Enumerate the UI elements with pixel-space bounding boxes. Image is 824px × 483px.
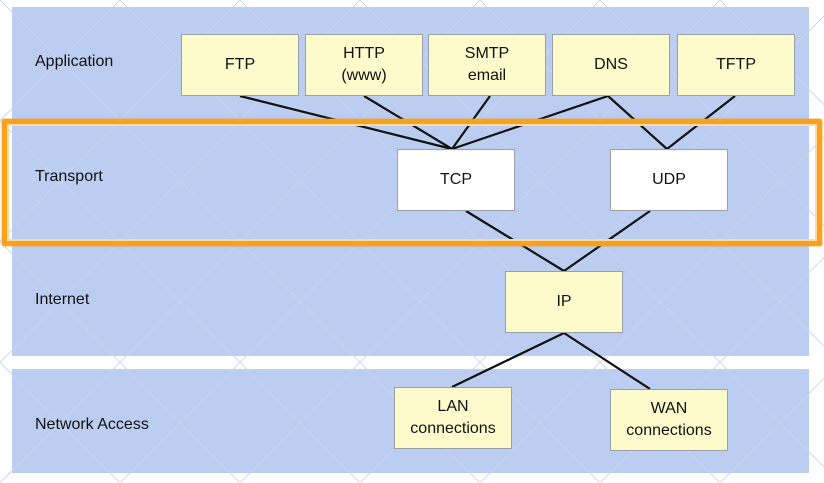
texture-line [0, 240, 241, 483]
layer-label-internet: Internet [35, 291, 90, 308]
node-http: HTTP(www) [305, 34, 423, 96]
node-tcp: TCP [397, 149, 515, 211]
edge-ip-lan [451, 332, 565, 388]
transport-layer-highlight [2, 119, 822, 246]
layer-label-network-access: Network Access [35, 416, 149, 433]
node-tftp: TFTP [677, 34, 795, 96]
edge-ip-wan [563, 332, 651, 390]
layer-label-transport: Transport [35, 168, 103, 185]
layer-label-application: Application [35, 53, 114, 70]
node-ftp: FTP [181, 34, 299, 96]
node-dns: DNS [552, 34, 670, 96]
texture-line [719, 0, 824, 106]
node-udp: UDP [610, 149, 728, 211]
texture-line [0, 0, 121, 122]
node-ip: IP [505, 271, 623, 333]
texture-line [719, 377, 824, 483]
texture-line [0, 0, 241, 243]
texture-line [0, 361, 121, 483]
